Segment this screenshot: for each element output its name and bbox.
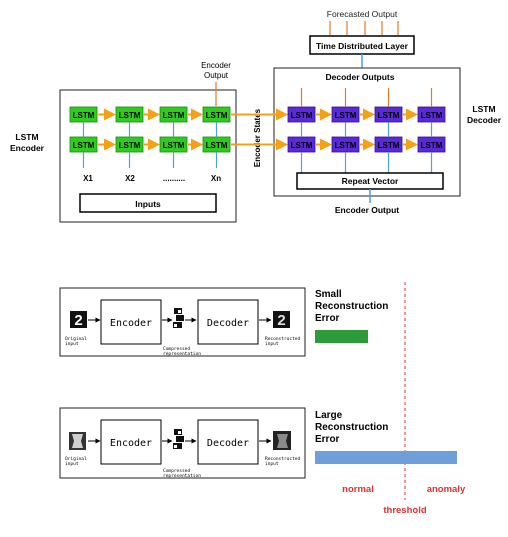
svg-text:Original: Original <box>65 456 87 462</box>
encoder-output-top-line2: Output <box>204 71 229 80</box>
compressed-representation-large <box>173 429 184 449</box>
repeat-vector-label: Repeat Vector <box>342 176 399 186</box>
svg-text:Compressed: Compressed <box>163 468 190 474</box>
svg-text:Reconstructed: Reconstructed <box>265 456 301 462</box>
svg-text:input: input <box>65 461 79 467</box>
decoder-box-large <box>197 419 259 465</box>
encoder-box-small <box>100 299 162 345</box>
forecasted-output-label: Forecasted Output <box>327 9 398 19</box>
svg-text:representation: representation <box>163 473 201 479</box>
large-heading-line2: Reconstruction <box>315 422 388 433</box>
reconstructed-digit-image-small <box>273 311 290 328</box>
small-heading-line3: Error <box>315 313 340 324</box>
inputs-box <box>79 193 217 213</box>
decoder-lstm-cell-label: LSTM <box>291 141 313 150</box>
encoder-cells: LSTM LSTM LSTM LSTM LSTM LSTM LSTM LSTM <box>69 106 288 168</box>
original-digit-small: 2 <box>74 312 82 329</box>
decoder-lstm-cell-label: LSTM <box>378 111 400 120</box>
decoder-cells: LSTM LSTM LSTM LSTM LSTM LSTM LSTM LSTM <box>287 88 446 173</box>
forecast-ticks <box>329 21 399 35</box>
encoder-lstm-cell-label: LSTM <box>163 141 185 150</box>
input-label: Xn <box>211 174 221 183</box>
decoder-label-small: Decoder <box>207 318 249 329</box>
reconstructed-digit-small: 2 <box>277 312 285 329</box>
encoder-box-large <box>100 419 162 465</box>
svg-text:Original: Original <box>65 336 87 342</box>
time-distributed-layer-label: Time Distributed Layer <box>316 41 409 51</box>
large-heading-line3: Error <box>315 434 340 445</box>
svg-text:representation: representation <box>163 351 201 357</box>
input-labels: X1 X2.......... Xn <box>83 174 221 183</box>
large-heading-line1: Large <box>315 410 343 421</box>
decoder-lstm-cell-label: LSTM <box>421 141 443 150</box>
lstm-encoder-label-line2: Encoder <box>10 143 45 153</box>
large-error-bar <box>315 451 457 464</box>
input-label: X2 <box>125 174 135 183</box>
encoder-lstm-cell-label: LSTM <box>119 141 141 150</box>
lstm-encoder-label-line1: LSTM <box>15 132 38 142</box>
small-error-panel: 2 Encoder Decoder 2 Original input Compr… <box>59 287 306 357</box>
small-heading-line1: Small <box>315 289 342 300</box>
threshold-label: threshold <box>383 505 426 516</box>
small-error-bar <box>315 330 368 343</box>
decoder-lstm-cell-label: LSTM <box>335 141 357 150</box>
encoder-states-label: Encoder States <box>253 108 262 167</box>
decoder-lstm-cell-label: LSTM <box>291 111 313 120</box>
lstm-decoder-label-line2: Decoder <box>467 115 502 125</box>
input-label: .......... <box>163 174 185 183</box>
svg-text:Compressed: Compressed <box>163 346 190 352</box>
encoder-lstm-cell-label: LSTM <box>73 141 95 150</box>
svg-text:input: input <box>265 461 279 467</box>
anomaly-label: anomaly <box>427 484 466 495</box>
normal-label: normal <box>342 484 374 495</box>
inputs-label: Inputs <box>135 199 161 209</box>
svg-text:input: input <box>65 341 79 347</box>
decoder-outputs-label: Decoder Outputs <box>326 72 395 82</box>
decoder-lstm-cell-label: LSTM <box>421 111 443 120</box>
svg-text:Reconstructed: Reconstructed <box>265 336 301 342</box>
small-heading-line2: Reconstruction <box>315 301 388 312</box>
encoder-output-bottom-label: Encoder Output <box>335 205 399 215</box>
decoder-lstm-cell-label: LSTM <box>335 111 357 120</box>
compressed-representation-small <box>173 308 184 328</box>
original-digit-image-small <box>70 311 87 328</box>
encoder-label-small: Encoder <box>110 318 152 329</box>
encoder-lstm-cell-label: LSTM <box>163 111 185 120</box>
encoder-lstm-cell-label: LSTM <box>206 141 228 150</box>
decoder-box-small <box>197 299 259 345</box>
decoder-label-large: Decoder <box>207 438 249 449</box>
encoder-lstm-cell-label: LSTM <box>206 111 228 120</box>
svg-text:input: input <box>265 341 279 347</box>
large-error-panel: Encoder Decoder Original input Compresse… <box>59 407 306 479</box>
encoder-lstm-cell-label: LSTM <box>73 111 95 120</box>
encoder-output-top-line1: Encoder <box>201 61 231 70</box>
decoder-lstm-cell-label: LSTM <box>378 141 400 150</box>
lstm-decoder-label-line1: LSTM <box>472 104 495 114</box>
encoder-lstm-cell-label: LSTM <box>119 111 141 120</box>
encoder-label-large: Encoder <box>110 438 152 449</box>
input-label: X1 <box>83 174 93 183</box>
